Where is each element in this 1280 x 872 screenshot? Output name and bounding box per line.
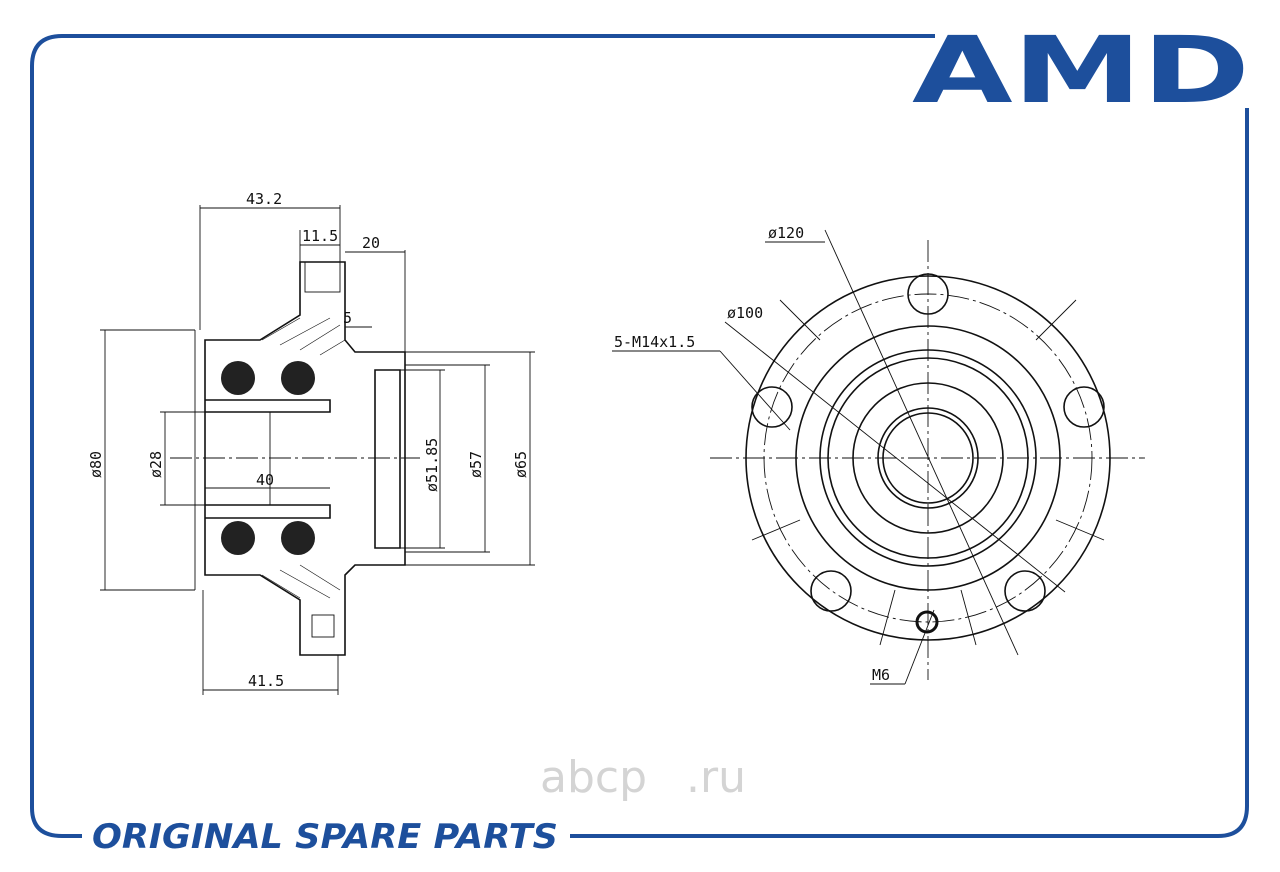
svg-text:abcp: abcp <box>540 752 647 803</box>
dim-dia-57: ø57 <box>467 451 485 478</box>
dim-dia-28: ø28 <box>147 451 165 478</box>
dim-dia-120: ø120 <box>768 224 804 242</box>
slogan: ORIGINAL SPARE PARTS <box>92 817 558 857</box>
svg-text:.ru: .ru <box>686 752 746 803</box>
dim-20: 20 <box>362 234 380 252</box>
frame-border <box>30 34 1249 838</box>
dim-5: 5 <box>343 309 352 327</box>
dim-43-2: 43.2 <box>246 190 282 208</box>
watermark: abcp .ru <box>540 752 746 803</box>
dim-11-5: 11.5 <box>302 227 338 245</box>
front-view: ø120 ø100 5-M14x1.5 M6 <box>612 224 1145 685</box>
dim-41-5: 41.5 <box>248 672 284 690</box>
dim-studs: 5-M14x1.5 <box>614 333 695 351</box>
dim-dia-65: ø65 <box>512 451 530 478</box>
dim-dia-51-85: ø51.85 <box>423 438 441 492</box>
dim-40: 40 <box>256 471 274 489</box>
dim-m6: M6 <box>872 666 890 684</box>
brand-logo: AMD <box>912 17 1250 124</box>
dim-dia-80: ø80 <box>87 451 105 478</box>
dim-dia-100: ø100 <box>727 304 763 322</box>
side-section-view: 43.2 11.5 20 5 ø80 ø28 40 ø51.85 ø57 ø65… <box>87 190 535 695</box>
